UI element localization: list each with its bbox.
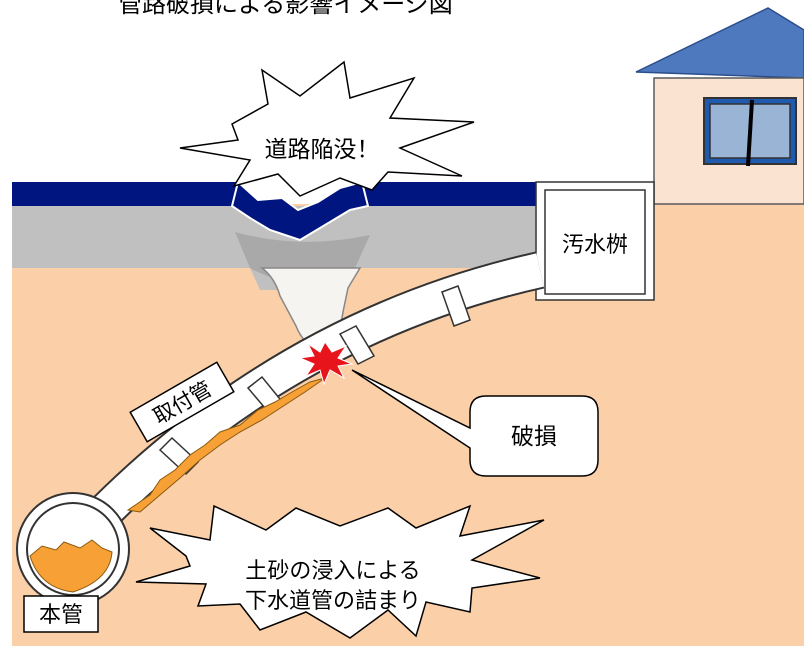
pipe-sediment [126, 377, 326, 513]
pipe-joint [338, 325, 376, 365]
clog-callout [135, 504, 545, 639]
damage-burst [298, 341, 354, 386]
asphalt-layer-left [12, 182, 240, 206]
house-window-divider [746, 99, 754, 167]
clog-label-line1: 土砂の浸入による [245, 559, 420, 584]
main-pipe-label-box [23, 595, 99, 633]
pipe-joint [441, 285, 471, 327]
diagram-title: 管路破損による影響イメージ図 [118, 0, 453, 18]
main-pipe-label: 本管 [39, 603, 83, 628]
main-pipe-sediment [29, 539, 113, 593]
catch-basin-inner [544, 189, 646, 295]
damage-label: 破損 [511, 424, 557, 450]
lateral-pipe-label-frame [129, 361, 235, 443]
damage-callout [351, 369, 599, 477]
road-collapse-callout [179, 60, 475, 197]
asphalt-layer-right [360, 182, 538, 206]
lateral-pipe-label-box: 取付管 [129, 361, 235, 443]
road-collapse-label: 道路陥没！ [265, 137, 380, 163]
house-roof [635, 7, 804, 79]
clog-label-line2: 下水道管の詰まり [245, 589, 421, 614]
asphalt-sag [230, 180, 370, 242]
catch-basin-label: 汚水桝 [562, 233, 628, 258]
lateral-pipe-body [57, 253, 544, 560]
